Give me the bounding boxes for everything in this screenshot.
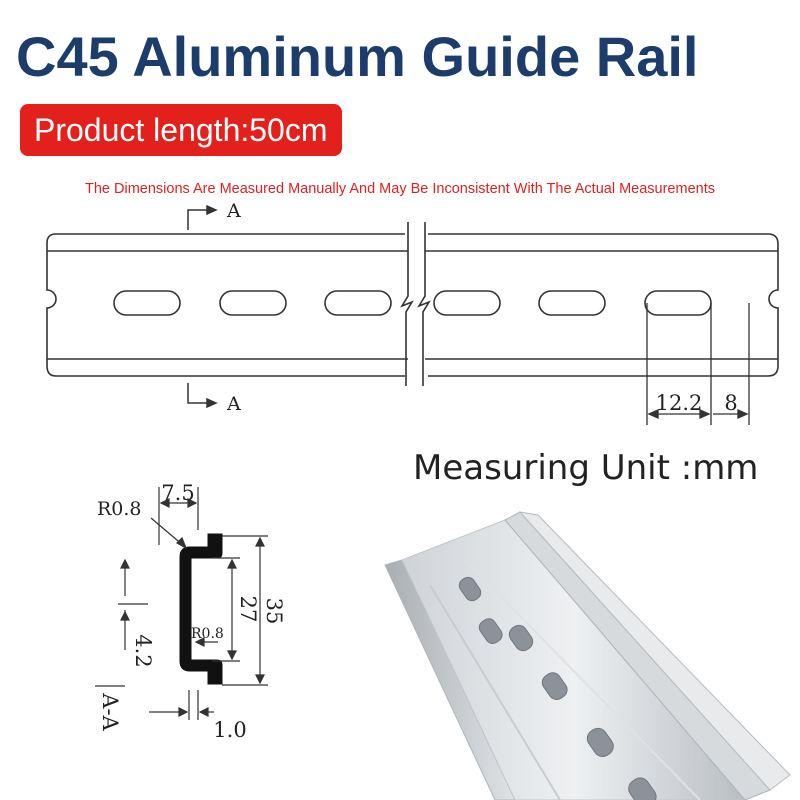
rail-body-left [46,233,405,377]
photo-slot-4 [541,672,568,700]
dim-thick-arrow-right [198,707,209,717]
photo-slot-6 [628,777,657,800]
product-length-badge: Product length:50cm [20,104,342,156]
rail-body-right [428,233,779,377]
dim-arrow-slot-right [699,408,711,420]
radius-arrow-inner [194,637,205,647]
page-title: C45 Aluminum Guide Rail [16,25,699,88]
slot-5 [538,290,606,316]
radius-leader-top [150,517,185,547]
dim-35-arrow-bottom [255,674,265,685]
dim-35-arrow-top [255,536,265,547]
photo-slot-3 [508,624,534,652]
slot-1 [113,290,181,316]
inner-radius-label: R0.8 [191,626,224,642]
photo-slot-5 [586,727,614,757]
dim-arrow-slot-left [647,408,659,420]
measurement-note: The Dimensions Are Measured Manually And… [85,181,715,197]
slot-2 [219,290,287,316]
break-line-left [400,222,414,386]
section-marker-top: A [226,200,241,222]
dim-arrow-gap [737,408,749,420]
dim-27-arrow-top [227,558,237,569]
measuring-unit-label: Measuring Unit :mm [413,448,759,488]
slot-4 [433,290,501,316]
profile-shape [179,533,223,685]
slot-length-label: 12.2 [656,391,703,415]
outer-height-label: 35 [262,598,286,625]
dim-offset-arrow-bottom [120,610,130,621]
slot-gap-label: 8 [724,391,737,415]
section-arrowhead-bottom [206,397,218,409]
profile-section: 7.5 R0.8 R0.8 27 35 4.2 1.0 A-A [95,481,286,742]
break-line-right [417,222,431,386]
section-aa-label: A-A [98,692,122,731]
photo-slot-1 [458,576,482,602]
outer-radius-label: R0.8 [97,498,142,520]
radius-arrow-top [176,536,188,550]
flange-width-label: 7.5 [161,481,194,505]
section-marker-bottom: A [226,393,241,415]
dim-flange-arrow-left [159,498,170,508]
offset-label: 4.2 [131,634,155,667]
dim-flange-arrow-right [187,498,198,508]
rail-photo [384,511,791,800]
section-arrow-top [187,209,210,230]
slot-6 [644,290,712,316]
photo-slot-2 [478,618,503,644]
slot-3 [324,290,392,316]
thickness-label: 1.0 [213,718,246,742]
dim-27-arrow-bottom [227,650,237,661]
dim-offset-arrow-top [120,558,130,569]
dim-thick-arrow-left [178,707,189,717]
section-arrow-bottom [187,383,210,404]
section-arrowhead-top [206,204,218,216]
inner-height-label: 27 [236,596,260,623]
